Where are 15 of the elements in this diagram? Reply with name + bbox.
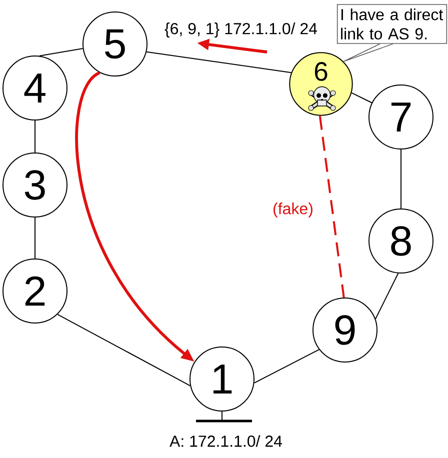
link-line [34,120,36,153]
prefix-label: A: 172.1.1.0/ 24 [170,435,282,447]
link-line [351,92,372,104]
link-line [400,149,402,209]
link-line [57,314,191,386]
link-line [39,48,84,56]
dashed-line [318,116,345,298]
link-line [146,51,292,74]
link-line [375,272,399,320]
announcement-label: {6, 9, 1} 172.1.1.0/ 24 [164,22,318,38]
edge-label: (fake) [271,201,315,219]
link-line [34,217,36,259]
callout-pointer [343,43,394,62]
callout-box: I have a direct link to AS 9. [336,4,448,44]
link-line [254,349,320,384]
